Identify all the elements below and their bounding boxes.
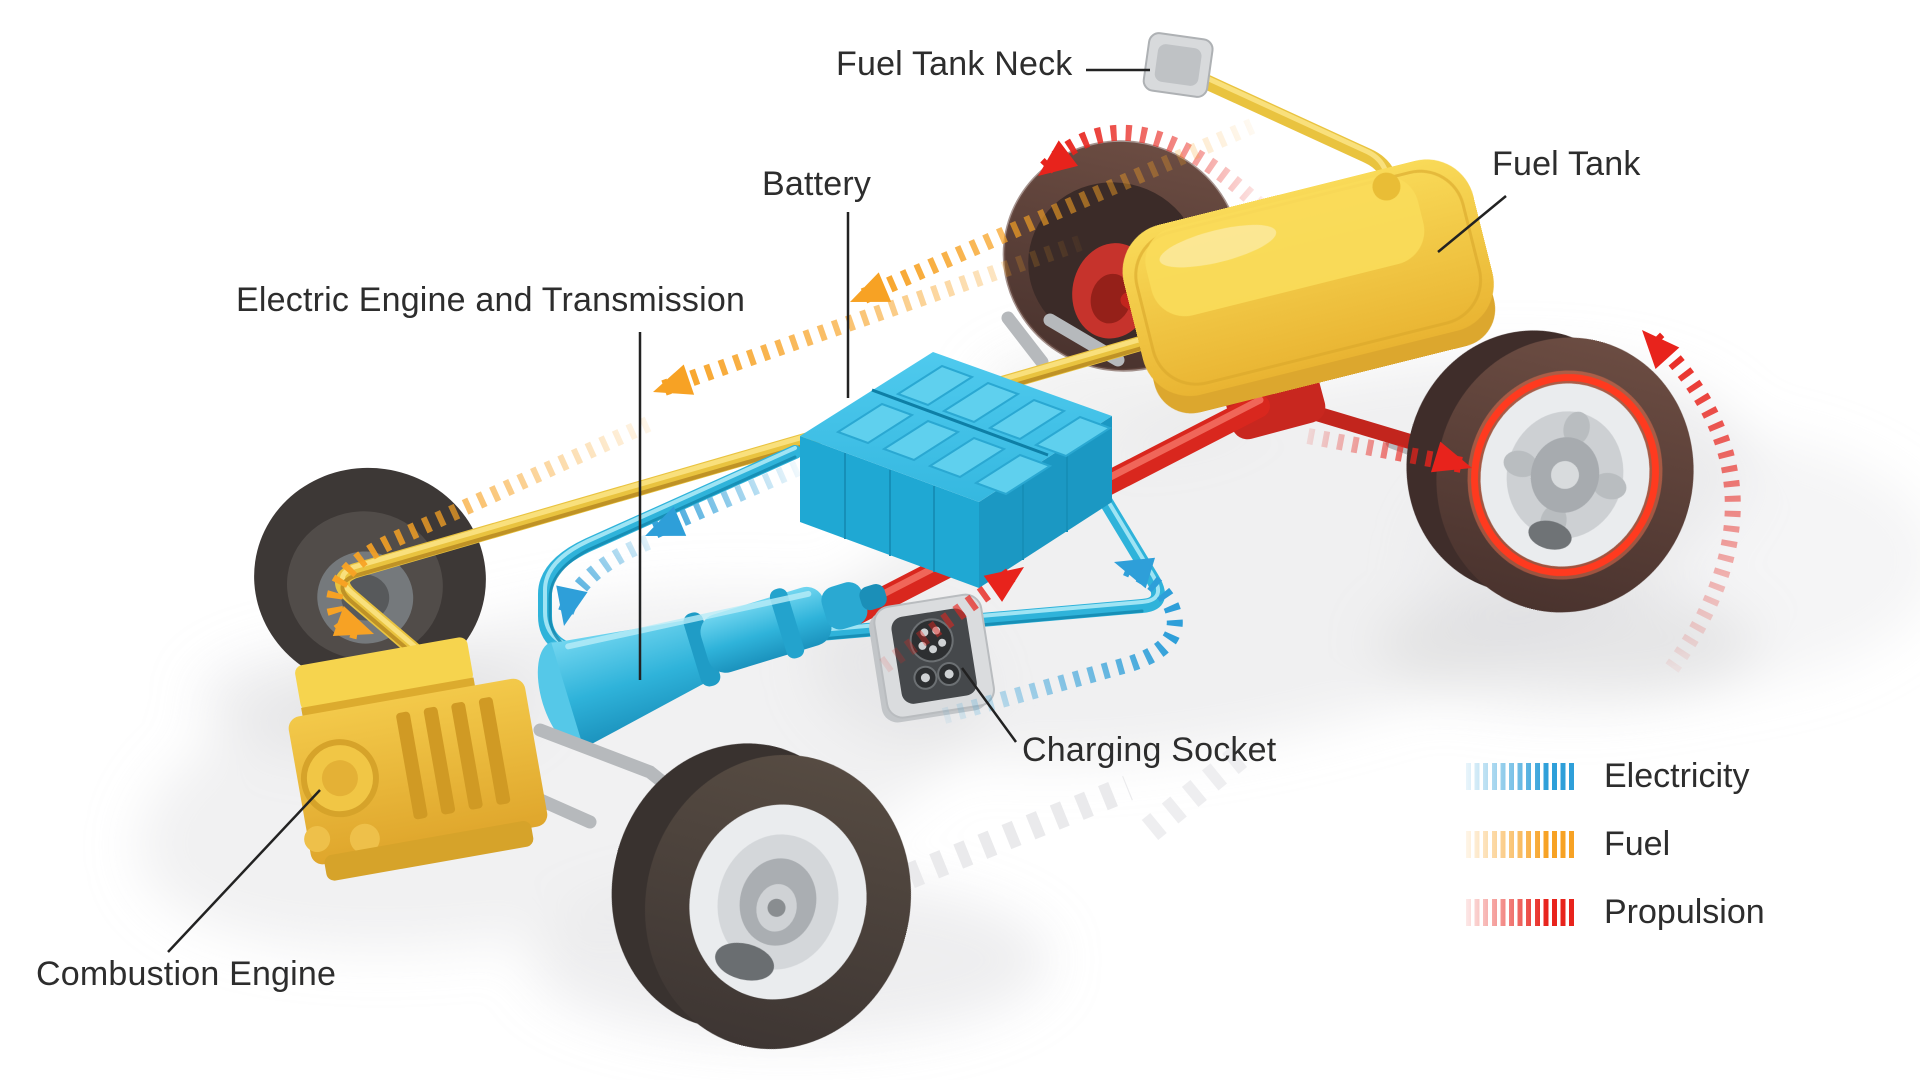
propulsion-arrowhead-1 <box>983 567 1024 602</box>
label-fuel-tank: Fuel Tank <box>1492 145 1641 183</box>
wheel-rear-right <box>1406 330 1694 613</box>
legend-row-electricity: Electricity <box>1466 757 1765 795</box>
battery-cells <box>835 364 1113 496</box>
label-charging-socket: Charging Socket <box>1022 731 1277 769</box>
arrowhead <box>1038 140 1078 176</box>
fuel-flow-arrows <box>325 118 1256 640</box>
brake-caliper <box>715 942 775 981</box>
fuel-tank-neck-cap <box>1142 32 1214 98</box>
fuel-swatch <box>1466 830 1578 858</box>
electric-engine-transmission <box>537 582 887 750</box>
legend: Electricity Fuel Propulsion <box>1466 757 1765 966</box>
leader-combustion-engine <box>167 789 321 953</box>
propulsion-swatch <box>1466 898 1578 926</box>
leader-fuel-tank <box>1437 195 1507 253</box>
electricity-arrowhead-2 <box>556 585 588 626</box>
battery-component <box>800 352 1113 588</box>
fuel-arrowhead-2 <box>653 364 695 395</box>
wheel-front-right <box>611 743 911 1050</box>
propulsion-flow-arrows <box>879 332 1741 673</box>
fuel-arrowhead-3 <box>332 605 374 637</box>
propulsion-arrowhead-2 <box>1430 441 1472 473</box>
fuel-tank-component <box>1122 159 1496 414</box>
legend-row-fuel: Fuel <box>1466 825 1765 863</box>
propulsion-arrow-rear-left <box>1038 124 1266 212</box>
electricity-arrowhead-3 <box>1114 557 1156 589</box>
leader-charging-socket <box>960 667 1018 743</box>
fuel-arrowhead-1 <box>850 272 892 302</box>
legend-row-propulsion: Propulsion <box>1466 893 1765 931</box>
label-combustion-engine: Combustion Engine <box>36 955 337 993</box>
label-fuel-tank-neck: Fuel Tank Neck <box>836 45 1073 83</box>
ghost-hatch <box>905 745 1249 889</box>
electricity-arrowhead-1 <box>645 506 687 536</box>
legend-label-electricity: Electricity <box>1604 756 1750 795</box>
legend-label-fuel: Fuel <box>1604 824 1671 863</box>
combustion-engine-component <box>288 637 548 881</box>
electricity-swatch <box>1466 762 1578 790</box>
label-battery: Battery <box>762 165 872 203</box>
leader-lines <box>167 68 1507 953</box>
propulsion-arrowhead-3 <box>1642 330 1680 369</box>
charging-socket-component <box>869 593 995 723</box>
glow-rim <box>1471 373 1659 577</box>
label-electric-engine: Electric Engine and Transmission <box>236 281 746 319</box>
legend-label-propulsion: Propulsion <box>1604 892 1765 931</box>
